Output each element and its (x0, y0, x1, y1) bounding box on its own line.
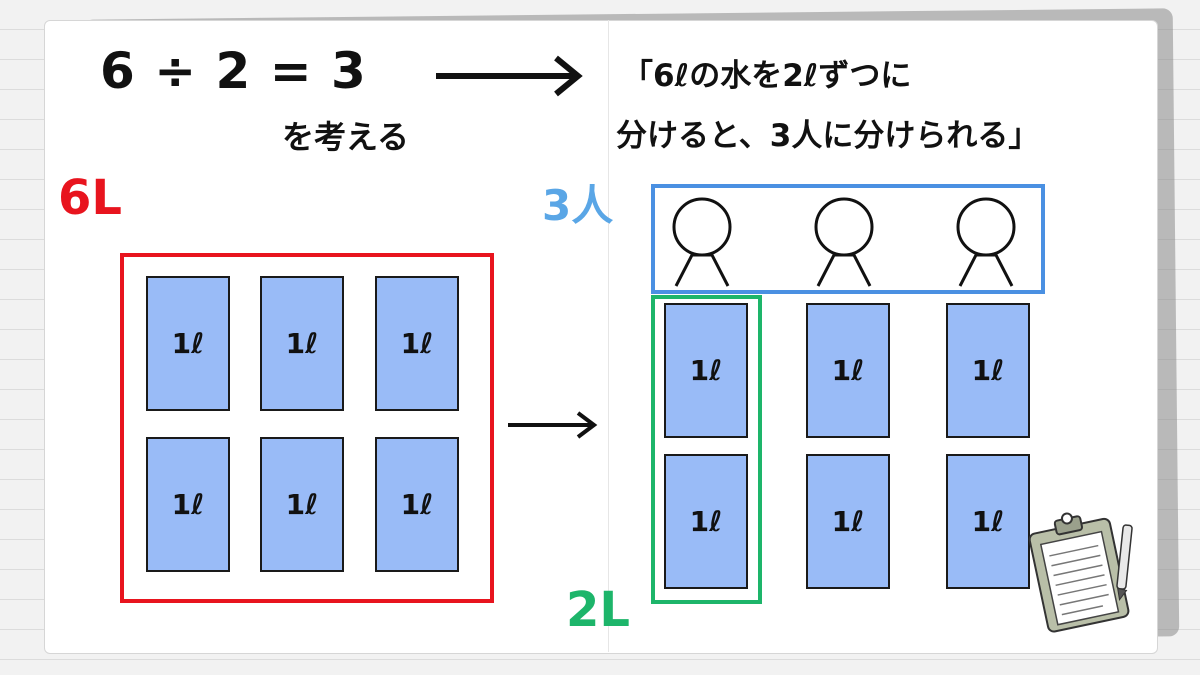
total-water-group (120, 253, 494, 603)
water-card: 1ℓ (946, 454, 1030, 589)
water-card: 1ℓ (664, 303, 748, 438)
water-card: 1ℓ (260, 437, 344, 572)
people-count-label: 3人 (542, 181, 614, 230)
water-card: 1ℓ (375, 276, 459, 411)
page-fold-line (608, 20, 609, 652)
water-card: 1ℓ (146, 276, 230, 411)
water-card: 1ℓ (946, 303, 1030, 438)
one-person-share-group (651, 295, 762, 604)
equation-text: 6 ÷ 2 = 3 (100, 42, 367, 100)
water-card: 1ℓ (806, 454, 890, 589)
people-group (651, 184, 1045, 294)
quote-line-2: 分けると、3人に分けられる」 (616, 118, 1040, 154)
per-person-label: 2L (566, 582, 630, 638)
water-card: 1ℓ (260, 276, 344, 411)
water-card: 1ℓ (375, 437, 459, 572)
quote-line-1: 「6ℓの水を2ℓずつに (622, 58, 912, 94)
water-card: 1ℓ (806, 303, 890, 438)
water-card: 1ℓ (664, 454, 748, 589)
water-card: 1ℓ (146, 437, 230, 572)
total-water-label: 6L (58, 170, 122, 226)
consider-label: を考える (282, 118, 410, 156)
